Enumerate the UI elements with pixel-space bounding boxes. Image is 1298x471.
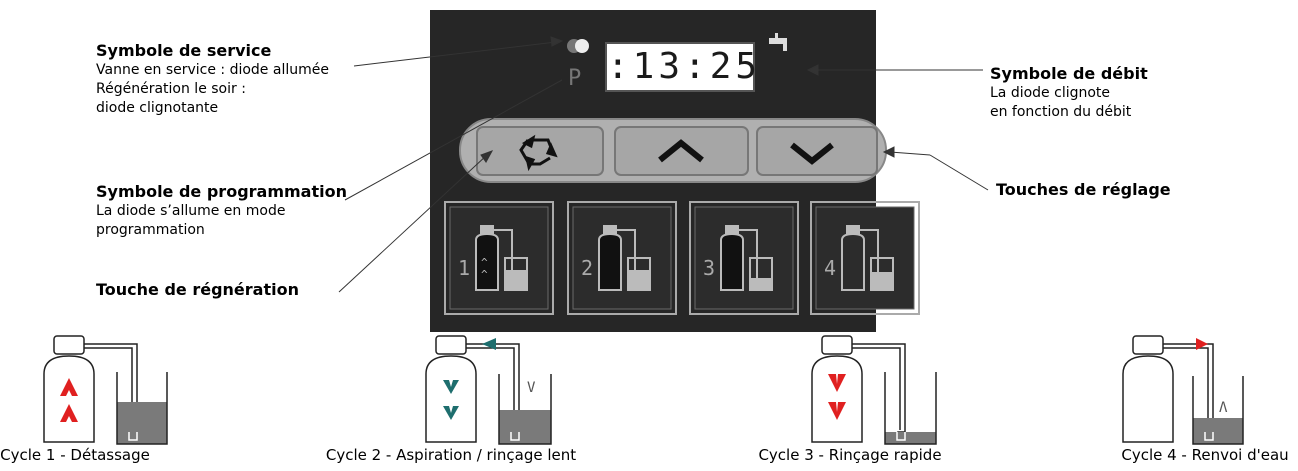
down-arrow-icon [828,402,846,420]
service-symbol-line: diode clignotante [96,100,219,116]
cycle-2-illustration: V [425,335,552,445]
svg-text:Λ: Λ [1219,400,1228,416]
teal-arrow-icon [482,338,496,350]
bottle-upflow-icon: ^ ^ [475,225,528,291]
svg-text:V: V [527,380,536,396]
up-arrow-icon [60,378,78,396]
flow-symbol-label: Symbole de débit La diode clignote en fo… [990,63,1148,122]
flow-symbol-line: en fonction du débit [990,104,1132,120]
leader-lines [338,36,989,293]
service-symbol-title: Symbole de service [96,41,272,60]
programming-symbol-line: programmation [96,222,205,238]
cycle-key-number: 3 [703,256,715,280]
flow-symbol-line: La diode clignote [990,85,1111,101]
cycle-key-number: 4 [824,256,836,280]
down-key[interactable] [756,126,878,176]
service-symbol-label: Symbole de service Vanne en service : di… [96,40,329,118]
regen-key-label: Touche de régnération [96,279,299,300]
tap-icon [769,33,787,51]
programming-symbol-line: La diode s’allume en mode [96,203,286,219]
bottle-downflow-icon [720,225,773,291]
cycle-1-caption: Cycle 1 - Détassage [0,446,150,464]
cycle-1-illustration [43,335,168,445]
down-arrow-icon [443,406,459,420]
programming-symbol-label: Symbole de programmation La diode s’allu… [96,181,347,240]
adjust-keys-label: Touches de réglage [996,179,1171,200]
cycle-key-number: 2 [581,256,593,280]
svg-text:^: ^ [481,256,488,269]
chevron-down-icon [790,142,834,165]
service-led-icon [567,39,589,53]
cycle-3-illustration [811,335,937,445]
down-arrow-icon [828,374,846,392]
regen-key-title: Touche de régnération [96,280,299,299]
red-arrow-icon [1196,338,1208,350]
recycle-icon [519,134,558,172]
down-arrow-icon [443,380,459,394]
up-arrow-icon [60,404,78,422]
cycle-3-caption: Cycle 3 - Rinçage rapide [758,446,942,464]
bottle-fill-icon [841,225,894,291]
cycle-key-number: 1 [458,256,470,280]
service-symbol-line: Régénération le soir : [96,81,246,97]
cycle-2-caption: Cycle 2 - Aspiration / rinçage lent [325,446,577,464]
programming-symbol-title: Symbole de programmation [96,182,347,201]
programming-letter: P [568,66,581,91]
bottle-downflow-icon [598,225,651,291]
svg-text:^: ^ [481,268,488,281]
time-display: :13:25 [605,42,757,92]
adjust-keys-title: Touches de réglage [996,180,1171,199]
chevron-up-icon [658,139,704,163]
cycle-4-caption: Cycle 4 - Renvoi d'eau [1121,446,1289,464]
cycle-4-illustration: Λ [1122,335,1244,445]
up-key[interactable] [614,126,749,176]
service-symbol-line: Vanne en service : diode allumée [96,62,329,78]
regen-key[interactable] [476,126,604,176]
flow-symbol-title: Symbole de débit [990,64,1148,83]
